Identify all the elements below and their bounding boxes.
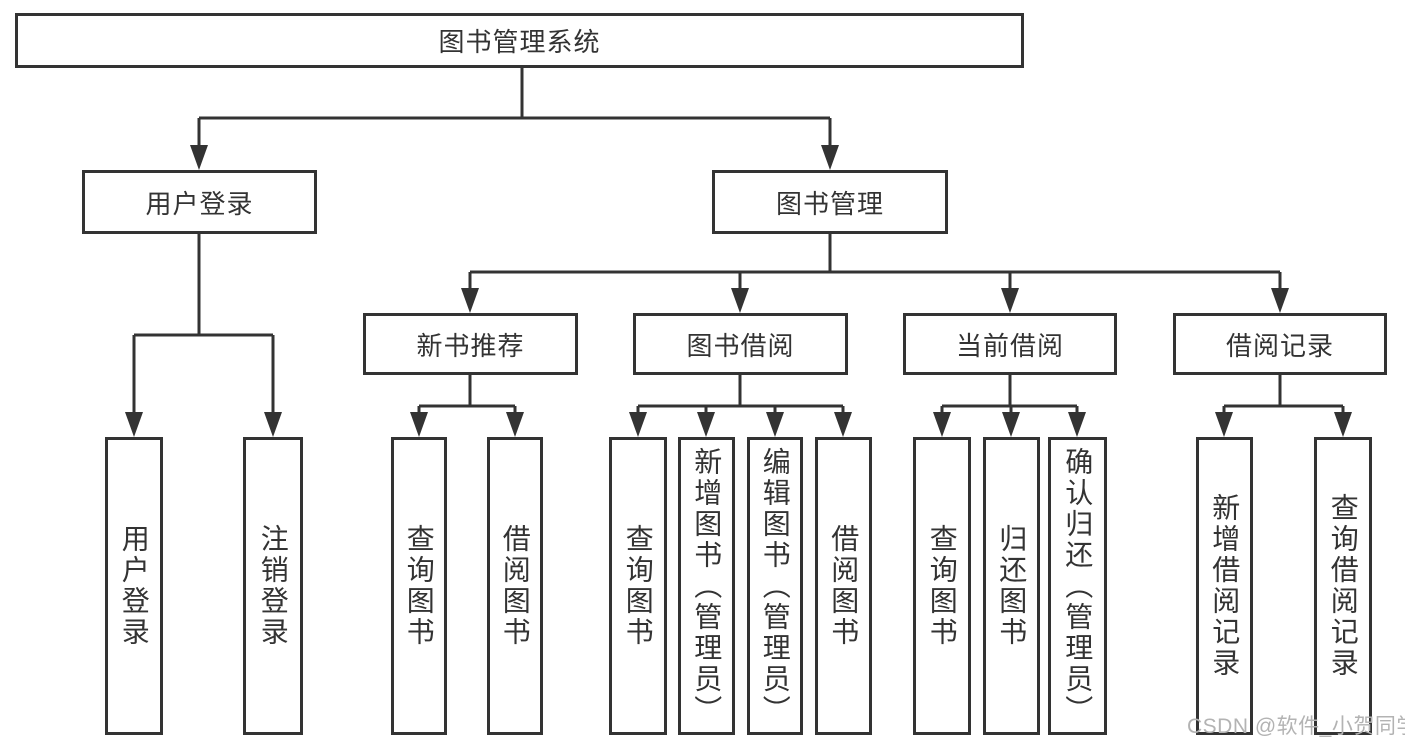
leaf-confirm-return-admin-label: 确认归还（管理员） [1062, 446, 1094, 726]
leaf-user-login-label: 用户登录 [118, 524, 150, 648]
node-book-management: 图书管理 [712, 170, 948, 234]
leaf-query-book-2: 查询图书 [609, 437, 667, 735]
leaf-borrow-book-2: 借阅图书 [815, 437, 872, 735]
leaf-query-book-3: 查询图书 [913, 437, 971, 735]
leaf-edit-book-admin: 编辑图书（管理员） [747, 437, 803, 735]
node-borrow-records: 借阅记录 [1173, 313, 1387, 375]
leaf-borrow-book-2-label: 借阅图书 [828, 524, 860, 648]
node-borrow-records-label: 借阅记录 [1225, 330, 1334, 361]
leaf-query-book-3-label: 查询图书 [926, 524, 958, 648]
leaf-user-login: 用户登录 [105, 437, 163, 735]
leaf-return-book: 归还图书 [983, 437, 1040, 735]
leaf-logout-login: 注销登录 [243, 437, 303, 735]
leaf-query-book-2-label: 查询图书 [622, 524, 654, 648]
leaf-confirm-return-admin: 确认归还（管理员） [1048, 437, 1107, 735]
leaf-borrow-book-1: 借阅图书 [487, 437, 543, 735]
leaf-query-book-1-label: 查询图书 [403, 524, 435, 648]
leaf-edit-book-admin-label: 编辑图书（管理员） [759, 446, 791, 726]
leaf-borrow-book-1-label: 借阅图书 [499, 524, 531, 648]
leaf-logout-login-label: 注销登录 [257, 524, 289, 648]
leaf-add-book-admin: 新增图书（管理员） [678, 437, 735, 735]
leaf-add-borrow-record-label: 新增借阅记录 [1209, 493, 1241, 679]
node-book-borrow-label: 图书借阅 [686, 330, 795, 361]
node-user-login-label: 用户登录 [145, 188, 254, 219]
node-book-management-label: 图书管理 [775, 188, 884, 219]
node-root-label: 图书管理系统 [438, 27, 601, 57]
leaf-query-borrow-record-label: 查询借阅记录 [1327, 493, 1359, 679]
node-current-borrow: 当前借阅 [903, 313, 1117, 375]
leaf-add-borrow-record: 新增借阅记录 [1196, 437, 1253, 735]
node-root: 图书管理系统 [15, 13, 1024, 68]
leaf-add-book-admin-label: 新增图书（管理员） [691, 446, 723, 726]
node-new-book-recommend-label: 新书推荐 [416, 330, 525, 361]
leaf-return-book-label: 归还图书 [996, 524, 1028, 648]
node-current-borrow-label: 当前借阅 [955, 330, 1064, 361]
node-book-borrow: 图书借阅 [633, 313, 848, 375]
watermark: CSDN @软件_小贺同学 [1187, 715, 1405, 738]
node-new-book-recommend: 新书推荐 [363, 313, 578, 375]
leaf-query-book-1: 查询图书 [391, 437, 447, 735]
leaf-query-borrow-record: 查询借阅记录 [1314, 437, 1372, 735]
node-user-login: 用户登录 [82, 170, 317, 234]
